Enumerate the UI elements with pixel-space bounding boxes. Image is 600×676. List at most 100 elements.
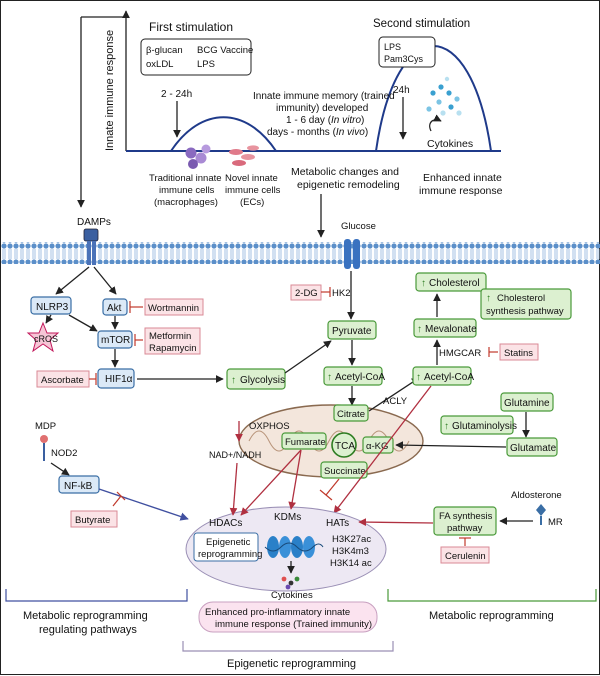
fa-synthesis-box xyxy=(433,506,497,536)
fa-synthesis: FA synthesis pathway Aldosterone MR Ceru… xyxy=(433,490,563,564)
butyrate-label: Butyrate xyxy=(75,515,110,526)
memory-line-4: days - months (In vivo) xyxy=(267,127,368,138)
chromatin-nucleosomes xyxy=(264,536,324,558)
glycolysis-pathway: ↑ Glycolysis 2-DG HK2 Pyruvate ↑ Acetyl-… xyxy=(226,271,385,406)
oxphos-label: OXPHOS xyxy=(249,421,290,432)
nucleus: HDACs KDMs HATs Epigenetic reprogramming… xyxy=(185,506,387,601)
metformin-label: Metformin xyxy=(149,331,191,342)
metformin-box xyxy=(144,327,201,355)
epigenetic-box-1: Epigenetic xyxy=(206,537,251,548)
metabolic-changes-2: epigenetic remodeling xyxy=(297,179,400,191)
mitochondrion: Citrate TCA Fumarate α-KG Succinate xyxy=(238,404,424,479)
novel-cells-1: Novel innate xyxy=(225,173,278,184)
akg-box xyxy=(362,436,394,454)
hats-label: HATs xyxy=(326,518,349,529)
rapamycin-label: Rapamycin xyxy=(149,343,197,354)
center-bracket xyxy=(182,641,394,652)
acetyl-coa-left-label: Acetyl-CoA xyxy=(335,372,385,383)
akg-label: α-KG xyxy=(366,441,388,452)
enhanced-box-2: immune response (Trained immunity) xyxy=(215,619,372,630)
metabolic-changes-1: Metabolic changes and xyxy=(291,166,399,178)
nlrp3-label: NLRP3 xyxy=(36,302,69,313)
acetyl-coa-left-box xyxy=(323,366,383,386)
nfkb-box xyxy=(58,475,100,494)
first-time: 2 - 24h xyxy=(161,89,192,100)
mevalonate-label: Mevalonate xyxy=(425,324,477,335)
cros-label: cROS xyxy=(34,334,58,344)
cholesterol-pathway-1: Cholesterol xyxy=(497,293,545,304)
y-axis-label: Innate immune response xyxy=(104,30,116,151)
mark-h3k4m3: H3K4m3 xyxy=(332,546,369,557)
right-bracket xyxy=(387,589,597,602)
pyruvate-label: Pyruvate xyxy=(332,326,372,337)
cerulenin-label: Cerulenin xyxy=(445,551,486,562)
cell-membrane xyxy=(1,242,600,264)
left-bracket xyxy=(5,589,188,602)
signaling-left: NLRP3 Akt Wortmannin cROS mTOR Metformin… xyxy=(26,266,224,389)
cholesterol-pathway-2: synthesis pathway xyxy=(486,306,564,317)
first-stimuli-box xyxy=(140,38,252,76)
glucose-transporter xyxy=(344,239,360,269)
novel-cells-2: immune cells xyxy=(225,185,281,196)
traditional-cells-2: immune cells xyxy=(159,185,215,196)
stimulation-timeline: Innate immune response First stimulation… xyxy=(77,10,503,238)
glutamine-label: Glutamine xyxy=(504,398,550,409)
glutamine-pathway: Glutamine ↑ Glutaminolysis Glutamate xyxy=(395,392,558,457)
cholesterol-pathway-box xyxy=(480,288,572,320)
glucose-label: Glucose xyxy=(341,221,376,232)
mtor-label: mTOR xyxy=(101,335,130,346)
mdp-molecule xyxy=(40,435,48,443)
succinate-label: Succinate xyxy=(324,466,366,477)
hif1a-label: HIF1α xyxy=(105,374,133,385)
nlrp3-box xyxy=(30,296,72,315)
nfkb-label: NF-kB xyxy=(64,481,93,492)
mdp-label: MDP xyxy=(35,421,56,432)
enhanced-response-1: Enhanced innate xyxy=(423,172,502,184)
enhanced-box-1: Enhanced pro-inflammatory innate xyxy=(205,607,350,618)
acly-label: ACLY xyxy=(383,396,408,407)
akt-box xyxy=(102,298,128,316)
footer-left-1: Metabolic reprogramming xyxy=(23,610,148,622)
endothelial-cell-icons xyxy=(229,145,259,166)
glycolysis-box xyxy=(226,368,286,390)
mr-label: MR xyxy=(548,517,563,528)
kdms-label: KDMs xyxy=(274,512,301,523)
citrate-label: Citrate xyxy=(337,409,365,420)
cholesterol-label: Cholesterol xyxy=(429,278,480,289)
citrate-box xyxy=(333,404,369,422)
second-stimuli-box xyxy=(378,36,436,68)
statins-label: Statins xyxy=(504,348,533,359)
epigenetic-reprogramming-box xyxy=(193,532,259,562)
wortmannin-label: Wortmannin xyxy=(148,303,199,314)
pyruvate-box xyxy=(327,320,377,340)
memory-line-3: 1 - 6 day (In vitro) xyxy=(286,115,364,126)
fumarate-box xyxy=(281,432,327,450)
damps-receptor xyxy=(83,228,99,265)
hif1a-box xyxy=(97,368,135,389)
hk2-label: HK2 xyxy=(332,288,350,299)
memory-line-1: Innate immune memory (trained xyxy=(253,91,395,102)
novel-cells-3: (ECs) xyxy=(240,197,264,208)
stimulus-bcg: BCG Vaccine xyxy=(197,45,253,56)
stimulus-lps-second: LPS xyxy=(384,42,401,52)
glycolysis-label: Glycolysis xyxy=(240,375,285,386)
wortmannin-box xyxy=(144,298,204,316)
ascorbate-label: Ascorbate xyxy=(41,375,84,386)
svg-text:↑: ↑ xyxy=(421,278,426,289)
svg-text:↑: ↑ xyxy=(486,293,491,304)
svg-text:↑: ↑ xyxy=(231,375,236,386)
stimulus-beta-glucan: β-glucan xyxy=(146,45,183,56)
second-time: 24h xyxy=(393,85,410,96)
footer-right: Metabolic reprogramming xyxy=(429,610,554,622)
macrophage-icons xyxy=(185,144,211,169)
svg-text:↑: ↑ xyxy=(416,372,421,383)
enhanced-response-2: immune response xyxy=(419,185,503,197)
nod2-pathway: MDP NOD2 NF-kB Butyrate xyxy=(35,421,189,528)
cholesterol-pathway: ↑ Cholesterol ↑ Cholesterol synthesis pa… xyxy=(333,272,572,514)
nad-label: NAD+/NADH xyxy=(209,450,261,460)
glutaminolysis-label: Glutaminolysis xyxy=(452,421,517,432)
stimulus-oxldl: oxLDL xyxy=(146,59,173,70)
mtor-box xyxy=(97,330,133,349)
